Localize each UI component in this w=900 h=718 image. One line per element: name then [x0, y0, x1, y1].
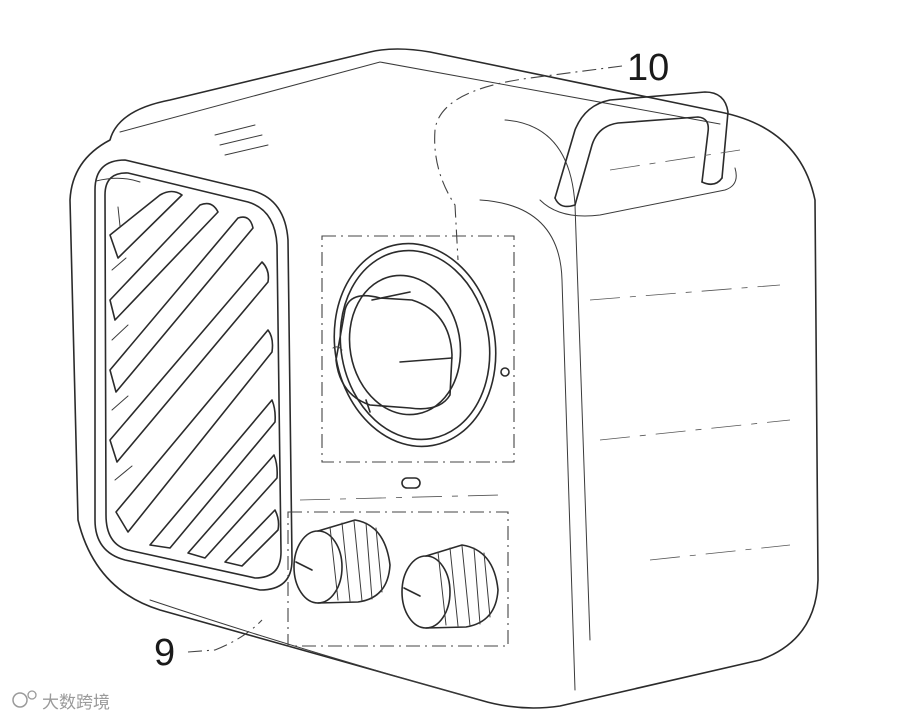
- leader-line-9: [187, 619, 263, 653]
- watermark-text: 大数跨境: [42, 693, 110, 713]
- grille-slats: [109, 190, 280, 567]
- speaker-grille: [94, 159, 293, 591]
- control-knobs-region: [287, 511, 509, 647]
- reference-numeral-9: 9: [154, 632, 175, 674]
- surface-shading: [299, 149, 791, 561]
- right-knob: [401, 544, 499, 629]
- tuning-dial-region: [321, 235, 515, 463]
- watermark-logo: 大数跨境: [12, 690, 110, 713]
- reference-numeral-10: 10: [627, 47, 669, 89]
- radio-body: [69, 48, 819, 709]
- handle: [539, 91, 737, 217]
- leader-line-10: [434, 65, 623, 261]
- indicator-slot: [401, 477, 421, 489]
- left-knob: [293, 519, 391, 604]
